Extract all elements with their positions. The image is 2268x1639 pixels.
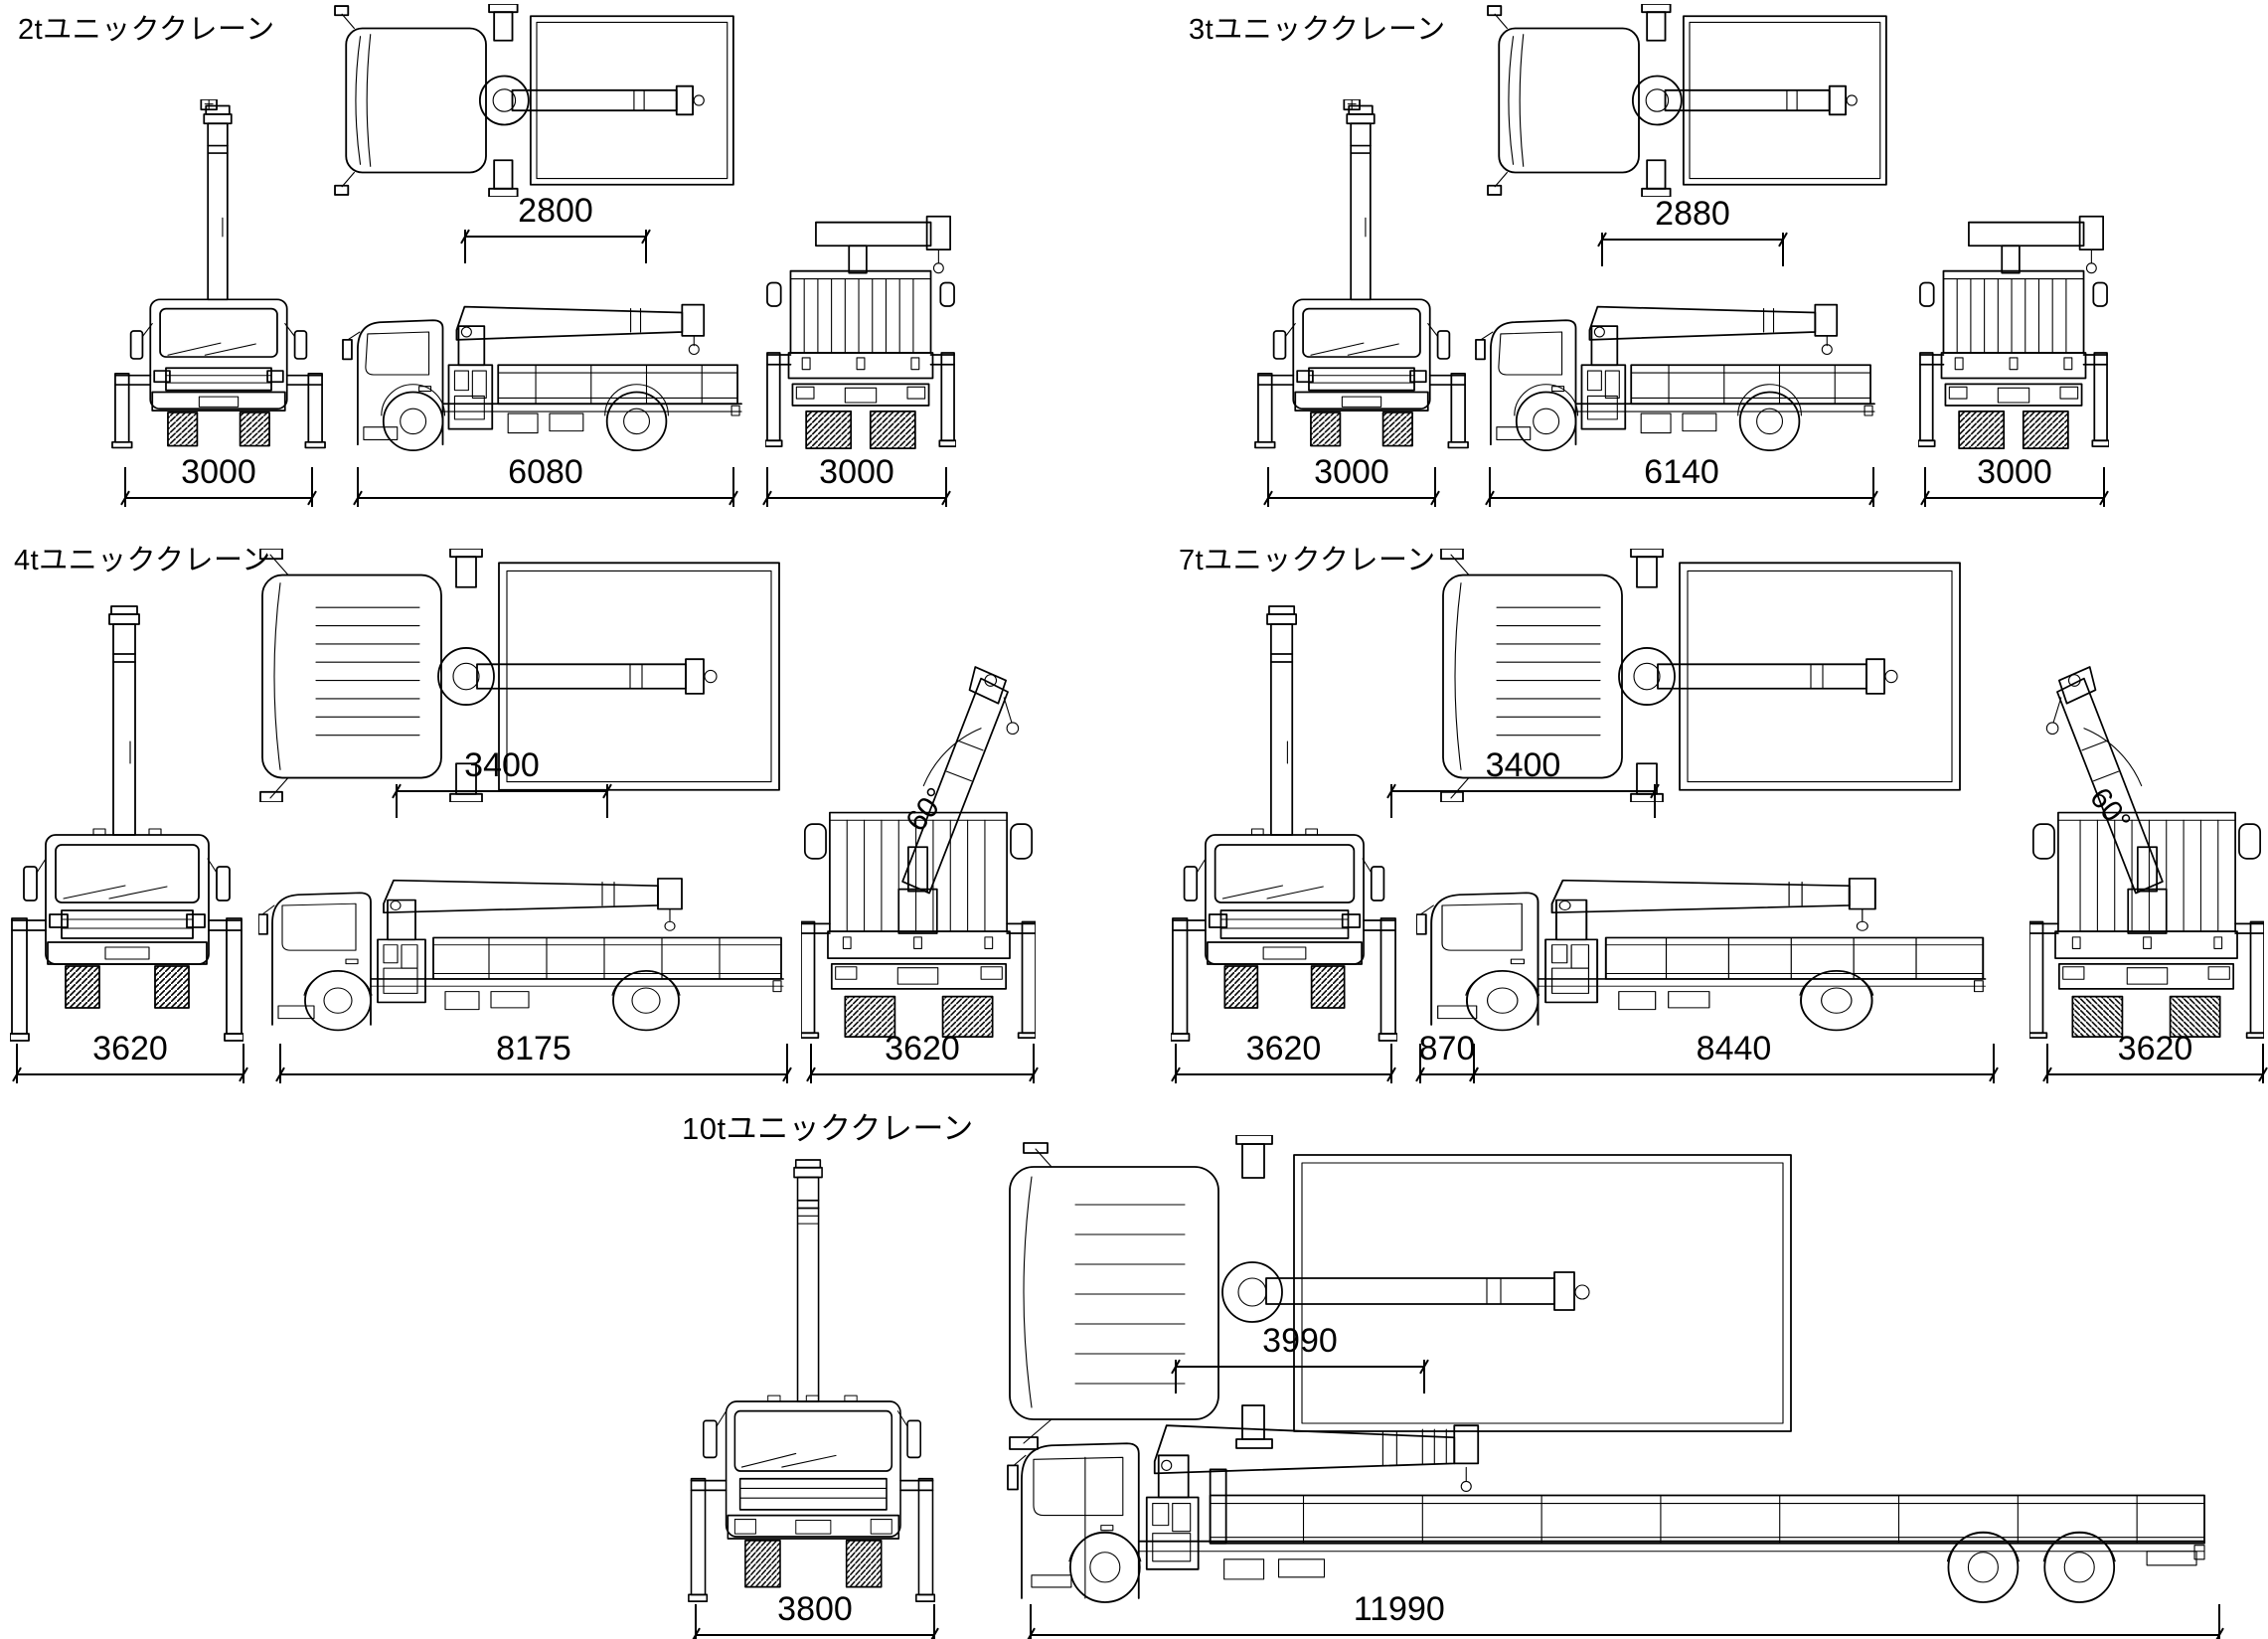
dim-label: 3620 <box>92 1030 168 1067</box>
truck-3t-front-view-drawing <box>1254 99 1469 449</box>
dim-2t-overall-length: 6080 <box>353 455 738 507</box>
dim-7t-chassis-length: 8440 <box>1469 1032 1999 1083</box>
group-title-7t: 7tユニッククレーン <box>1179 545 1436 576</box>
dim-label: 3000 <box>181 453 256 491</box>
truck-2t-front-view-drawing <box>111 99 326 449</box>
dim-7t-rear-width: 3620 <box>2042 1032 2268 1083</box>
truck-4t-rear-view-drawing <box>801 666 1036 1039</box>
dim-2t-rear-width: 3000 <box>762 455 951 507</box>
dim-7t-boom-length: 3400 <box>1386 748 1660 818</box>
dim-label: 3800 <box>777 1590 853 1628</box>
dim-4t-rear-width: 3620 <box>806 1032 1039 1083</box>
dim-label: 2880 <box>1655 195 1730 233</box>
dim-label: 6080 <box>508 453 583 491</box>
dim-3t-boom-length: 2880 <box>1597 197 1788 266</box>
dim-label: 870 <box>1418 1030 1476 1067</box>
truck-4t-front-view-drawing <box>10 605 243 1042</box>
group-title-2t: 2tユニッククレーン <box>18 14 275 46</box>
group-title-10t: 10tユニッククレーン <box>682 1111 974 1146</box>
dim-4t-boom-length: 3400 <box>392 748 612 818</box>
dim-label: 2800 <box>518 192 593 230</box>
dim-10t-front-width: 3800 <box>691 1592 939 1639</box>
truck-3t-side-view-drawing <box>1475 303 1875 452</box>
dim-10t-overall-length: 11990 <box>1026 1592 2224 1639</box>
truck-2t-top-view-drawing <box>334 4 734 197</box>
truck-7t-side-view-drawing <box>1416 877 1987 1032</box>
dim-7t-front-overhang: 870 <box>1415 1032 1479 1083</box>
truck-7t-rear-view-drawing <box>2029 666 2264 1039</box>
truck-3t-rear-view-drawing <box>1918 215 2109 449</box>
dim-label: 8175 <box>496 1030 571 1067</box>
dim-label: 3000 <box>819 453 894 491</box>
dim-label: 3000 <box>1314 453 1389 491</box>
truck-10t-side-view-drawing <box>1007 1424 2205 1603</box>
truck-2t-rear-view-drawing <box>765 215 956 449</box>
dim-3t-front-width: 3000 <box>1263 455 1440 507</box>
dim-label: 3400 <box>1485 746 1561 784</box>
dim-2t-boom-length: 2800 <box>460 194 651 263</box>
dim-4t-overall-length: 8175 <box>275 1032 792 1083</box>
dim-label: 3990 <box>1262 1322 1338 1360</box>
dim-2t-front-width: 3000 <box>120 455 317 507</box>
dim-label: 3400 <box>464 746 540 784</box>
dim-7t-front-width: 3620 <box>1171 1032 1396 1083</box>
dim-label: 8440 <box>1696 1030 1772 1067</box>
truck-4t-side-view-drawing <box>258 878 784 1032</box>
dim-label: 3620 <box>2117 1030 2193 1067</box>
dim-label: 3620 <box>1245 1030 1322 1067</box>
group-title-4t: 4tユニッククレーン <box>14 545 271 576</box>
truck-2t-side-view-drawing <box>342 303 742 452</box>
dim-label: 3000 <box>1977 453 2052 491</box>
group-title-3t: 3tユニッククレーン <box>1189 14 1446 46</box>
dim-10t-boom-length: 3990 <box>1171 1324 1429 1393</box>
dim-label: 6140 <box>1644 453 1719 491</box>
dim-3t-overall-length: 6140 <box>1485 455 1878 507</box>
dim-3t-rear-width: 3000 <box>1920 455 2109 507</box>
dim-label: 3620 <box>885 1030 960 1067</box>
truck-7t-front-view-drawing <box>1171 605 1397 1042</box>
truck-3t-top-view-drawing <box>1487 4 1887 197</box>
truck-10t-front-view-drawing <box>688 1159 936 1603</box>
dim-4t-front-width: 3620 <box>12 1032 248 1083</box>
dim-label: 11990 <box>1353 1590 1445 1628</box>
